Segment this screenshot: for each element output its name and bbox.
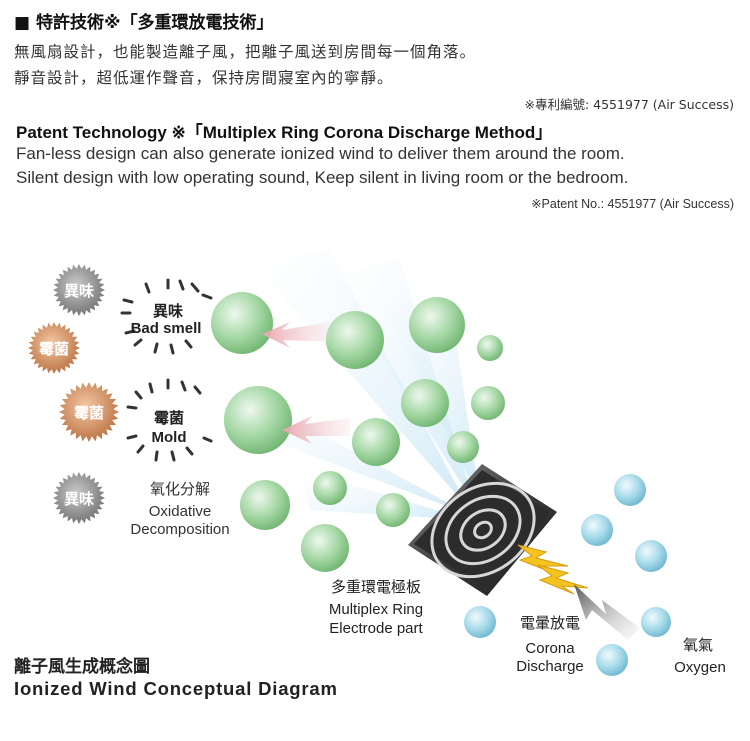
oxidative-en-label-2: Decomposition bbox=[130, 521, 229, 538]
mold-cn-label: 霉菌 bbox=[154, 409, 184, 427]
decomposition-marks bbox=[120, 278, 213, 462]
multiplex-ring-electrode bbox=[408, 464, 557, 596]
oxygen-inflow-arrow bbox=[574, 584, 640, 640]
corona-cn-label: 電暈放電 bbox=[520, 615, 580, 632]
electrode-en-label-2: Electrode part bbox=[329, 620, 423, 637]
en-title: Patent Technology ※「Multiplex Ring Coron… bbox=[16, 123, 553, 142]
diagram-title-cn: 離子風生成概念圖 bbox=[14, 657, 150, 677]
burst-badge-label: 異味 bbox=[64, 282, 94, 300]
diagram-title-en: Ionized Wind Conceptual Diagram bbox=[14, 678, 338, 699]
burst-badge bbox=[53, 472, 105, 524]
corona-en-label-2: Discharge bbox=[516, 658, 584, 675]
ion-spheres bbox=[211, 292, 505, 572]
cn-title: ■ 特許技術※「多重環放電技術」 bbox=[14, 13, 274, 33]
cn-description-line-2: 靜音設計，超低運作聲音，保持房間寢室內的寧靜。 bbox=[14, 69, 394, 87]
en-description-line-2: Silent design with low operating sound, … bbox=[16, 168, 629, 187]
burst-badge-label: 霉菌 bbox=[74, 404, 104, 422]
ion-flow-arrows bbox=[262, 322, 350, 444]
en-description-line-1: Fan-less design can also generate ionize… bbox=[16, 144, 625, 163]
electrode-en-label-1: Multiplex Ring bbox=[329, 601, 423, 618]
corona-spark-icon bbox=[517, 544, 589, 595]
burst-badge bbox=[28, 322, 80, 374]
oxidative-cn-label: 氧化分解 bbox=[150, 481, 210, 498]
cn-description-line-1: 無風扇設計，也能製造離子風，把離子風送到房間每一個角落。 bbox=[14, 43, 477, 61]
burst-badge bbox=[59, 382, 119, 442]
burst-badge-label: 異味 bbox=[64, 490, 94, 508]
bad-smell-cn-label: 異味 bbox=[153, 302, 183, 320]
en-patent-number: ※Patent No.: 4551977 (Air Success) bbox=[531, 197, 734, 211]
mold-en-label: Mold bbox=[152, 429, 187, 446]
oxygen-en-label: Oxygen bbox=[674, 659, 726, 676]
bad-smell-en-label: Bad smell bbox=[131, 320, 202, 337]
oxygen-cn-label: 氧氣 bbox=[683, 637, 713, 654]
burst-badge bbox=[53, 264, 105, 316]
electrode-cn-label: 多重環電極板 bbox=[331, 578, 421, 596]
oxygen-spheres bbox=[464, 474, 671, 676]
wind-beams bbox=[240, 250, 480, 520]
corona-en-label-1: Corona bbox=[525, 640, 575, 657]
oxidative-en-label-1: Oxidative bbox=[149, 503, 212, 520]
burst-badge-label: 霉菌 bbox=[39, 340, 69, 358]
cn-patent-number: ※專利編號: 4551977 (Air Success) bbox=[524, 97, 734, 112]
